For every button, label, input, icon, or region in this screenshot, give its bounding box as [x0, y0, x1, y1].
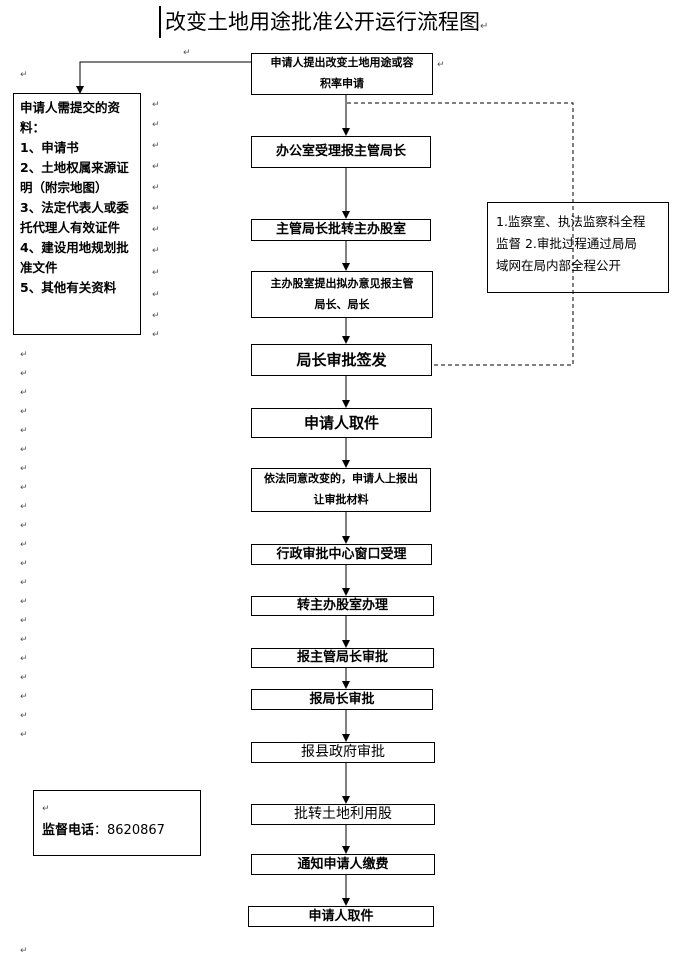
flow-step-s15: 申请人取件	[248, 906, 434, 927]
return-mark: ↵	[20, 635, 28, 645]
return-mark: ↵	[20, 407, 28, 417]
flow-step-text: 通知申请人缴费	[297, 856, 389, 872]
flow-step-s7: 依法同意改变的，申请人上报出让审批材料	[251, 468, 431, 512]
flow-step-text: 申请人取件	[303, 413, 379, 432]
return-mark: ↵	[20, 711, 28, 721]
flow-step-text: 主办股室提出拟办意见报主管	[270, 276, 414, 290]
return-mark: ↵	[152, 225, 160, 235]
flow-step-s14: 通知申请人缴费	[251, 854, 435, 875]
materials-item: 5、其他有关资料	[20, 280, 117, 295]
flow-step-text: 报主管局长审批	[296, 650, 388, 666]
return-mark: ↵	[42, 804, 50, 814]
materials-item: 3、法定代表人或委	[20, 200, 129, 215]
flow-step-s8: 行政审批中心窗口受理	[251, 544, 432, 565]
flow-step-text: 申请人取件	[308, 908, 374, 924]
return-mark: ↵	[152, 162, 160, 172]
materials-item: 明（附宗地图）	[20, 180, 108, 195]
return-mark: ↵	[152, 204, 160, 214]
return-mark: ↵	[152, 120, 160, 130]
materials-item: 2、土地权属来源证	[20, 160, 129, 175]
flow-step-text: 让审批材料	[313, 493, 369, 506]
flow-step-text: 批转土地利用股	[294, 806, 392, 822]
flow-step-s3: 主管局长批转主办股室	[251, 219, 431, 241]
return-mark: ↵	[152, 183, 160, 193]
materials-item: 准文件	[20, 260, 58, 275]
materials-item: 托代理人有效证件	[20, 220, 121, 235]
flow-step-s1: 申请人提出改变土地用途或容积率申请	[251, 53, 433, 95]
return-mark: ↵	[20, 70, 28, 80]
return-mark: ↵	[20, 388, 28, 398]
supervision-line: 监督 2.审批过程通过局局	[496, 236, 637, 251]
return-mark: ↵	[437, 60, 445, 70]
flow-step-text: 行政审批中心窗口受理	[276, 546, 407, 562]
page-title: 改变土地用途批准公开运行流程图↵	[159, 6, 565, 38]
return-mark: ↵	[20, 483, 28, 493]
flow-step-text: 积率申请	[320, 77, 364, 90]
return-mark: ↵	[152, 311, 160, 321]
return-mark: ↵	[152, 290, 160, 300]
flow-step-s13: 批转土地利用股	[251, 804, 435, 825]
flow-step-text: 依法同意改变的，申请人上报出	[264, 472, 418, 486]
flow-step-text: 局长、局长	[314, 297, 370, 311]
phone-number: ：8620867	[94, 823, 165, 838]
flow-step-text: 办公室受理报主管局长	[275, 144, 406, 160]
materials-item: 1、申请书	[20, 140, 79, 155]
return-mark: ↵	[20, 369, 28, 379]
flow-step-text: 转主办股室办理	[296, 598, 388, 614]
return-mark: ↵	[152, 268, 160, 278]
flow-step-s10: 报主管局长审批	[251, 648, 434, 668]
return-mark: ↵	[20, 692, 28, 702]
return-mark: ↵	[20, 540, 28, 550]
flow-step-text: 主管局长批转主办股室	[275, 222, 406, 238]
materials-heading-2: 料：	[20, 120, 46, 135]
return-mark: ↵	[20, 730, 28, 740]
return-mark: ↵	[20, 426, 28, 436]
return-mark: ↵	[152, 330, 160, 340]
return-mark: ↵	[20, 445, 28, 455]
flow-step-s5: 局长审批签发	[251, 344, 432, 376]
flow-step-text: 报县政府审批	[301, 744, 385, 760]
materials-item: 4、建设用地规划批	[20, 240, 129, 255]
supervision-line: 域网在局内部全程公开	[496, 258, 622, 273]
connector-to-materials	[76, 61, 251, 94]
return-mark: ↵	[152, 246, 160, 256]
return-mark: ↵	[152, 141, 160, 151]
flow-step-s12: 报县政府审批	[251, 742, 435, 763]
supervision-line: 1.监察室、执法监察科全程	[496, 214, 646, 229]
return-mark: ↵	[20, 464, 28, 474]
flow-step-s2: 办公室受理报主管局长	[251, 136, 431, 168]
flow-step-text: 报局长审批	[309, 691, 375, 707]
return-mark: ↵	[20, 502, 28, 512]
return-mark: ↵	[20, 616, 28, 626]
flow-step-s11: 报局长审批	[251, 689, 433, 710]
return-mark: ↵	[20, 673, 28, 683]
return-mark: ↵	[20, 578, 28, 588]
flow-step-text: 局长审批签发	[296, 350, 387, 369]
phone-box: 监督电话：8620867	[33, 790, 201, 856]
flow-step-text: 申请人提出改变土地用途或容	[270, 56, 414, 70]
materials-box: 申请人需提交的资 料： 1、申请书 2、土地权属来源证 明（附宗地图） 3、法定…	[13, 93, 141, 335]
return-mark: ↵	[20, 654, 28, 664]
return-mark: ↵	[20, 521, 28, 531]
supervision-box: 1.监察室、执法监察科全程 监督 2.审批过程通过局局 域网在局内部全程公开	[487, 202, 669, 293]
return-mark: ↵	[20, 559, 28, 569]
return-mark: ↵	[20, 350, 28, 360]
return-mark: ↵	[152, 100, 160, 110]
phone-label: 监督电话	[42, 823, 95, 838]
return-mark: ↵	[20, 597, 28, 607]
materials-heading-1: 申请人需提交的资	[20, 100, 121, 115]
flow-step-s6: 申请人取件	[251, 408, 432, 438]
return-mark: ↵	[20, 946, 28, 956]
supervision-dashed-line	[347, 102, 574, 366]
flow-step-s4: 主办股室提出拟办意见报主管局长、局长	[251, 271, 433, 318]
flow-step-s9: 转主办股室办理	[251, 596, 434, 616]
return-mark: ↵	[183, 48, 191, 58]
